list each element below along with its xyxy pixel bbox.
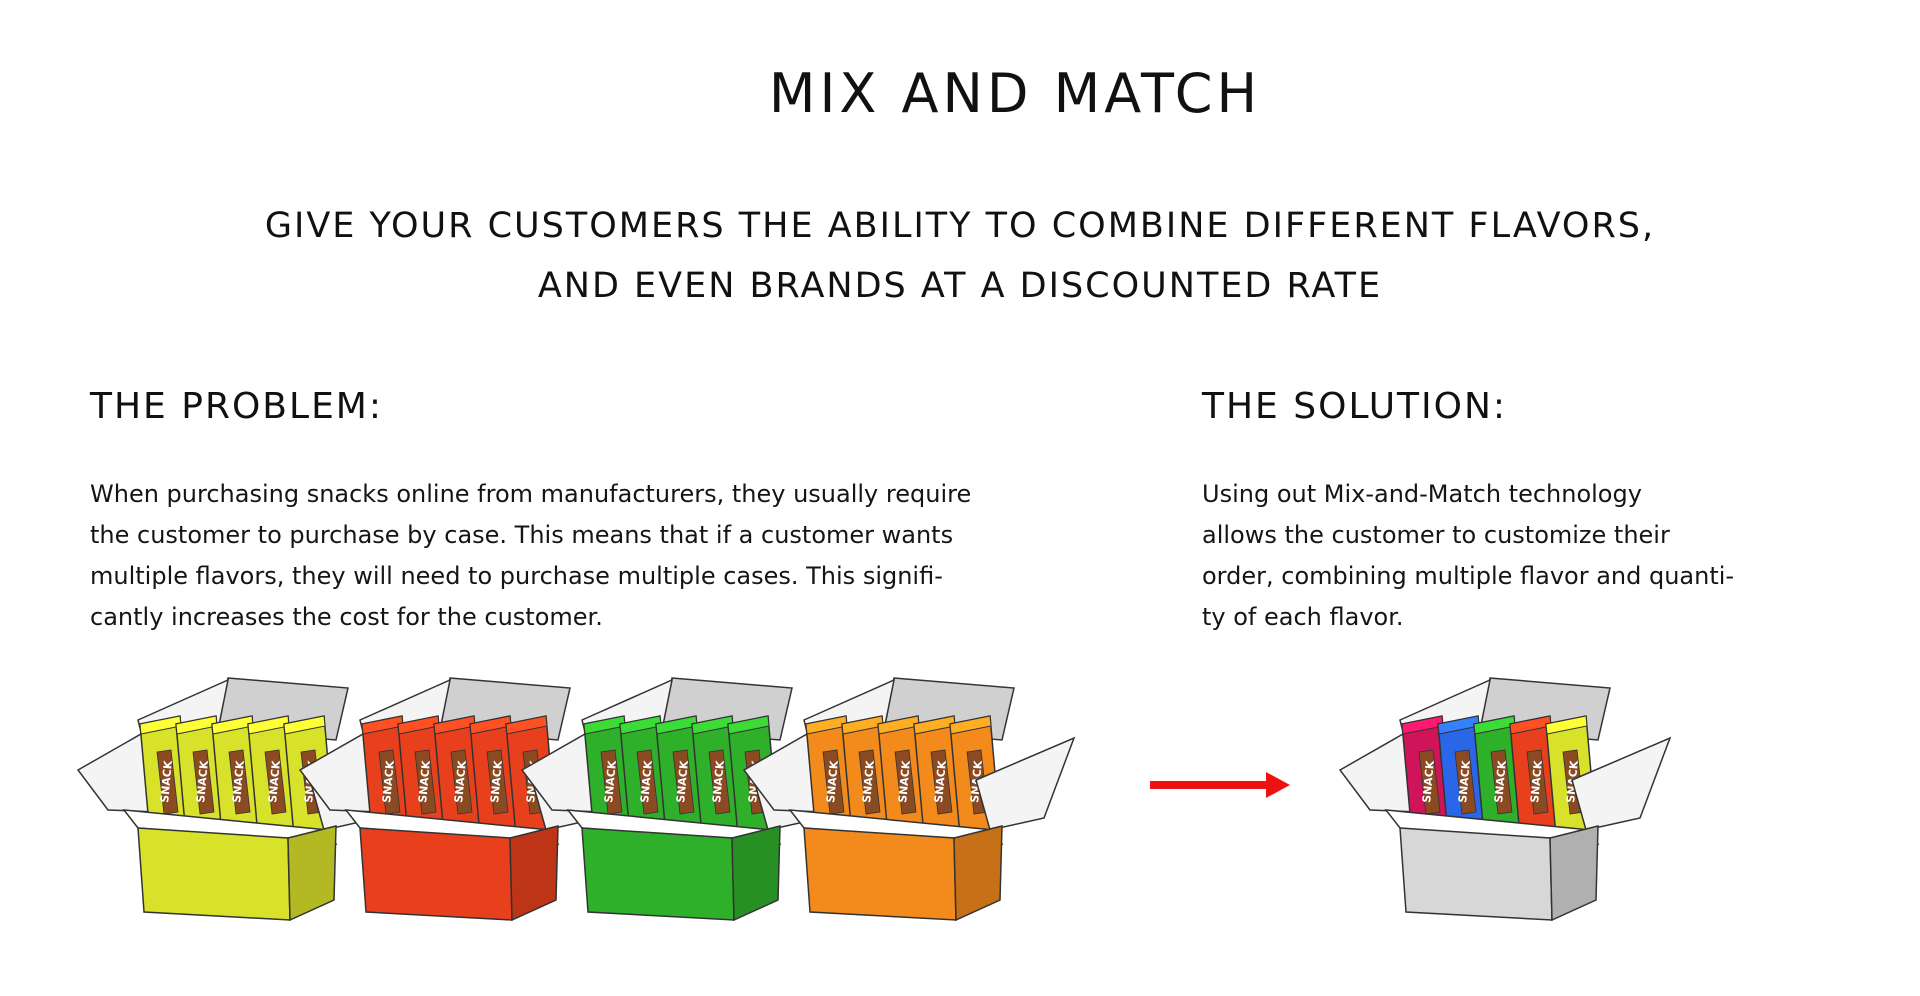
snack-label: SNACK bbox=[194, 760, 211, 804]
snack-label: SNACK bbox=[452, 760, 469, 804]
snack-label: SNACK bbox=[896, 760, 913, 804]
snack-label: SNACK bbox=[932, 760, 949, 804]
subtitle-line-1: GIVE YOUR CUSTOMERS THE ABILITY TO COMBI… bbox=[264, 206, 1656, 246]
snack-label: SNACK bbox=[860, 760, 877, 804]
solution-line: order, combining multiple flavor and qua… bbox=[1202, 562, 1735, 590]
snack-label: SNACK bbox=[1420, 760, 1437, 804]
snack-label: SNACK bbox=[416, 760, 433, 804]
snack-label: SNACK bbox=[380, 760, 397, 804]
solution-line: ty of each flavor. bbox=[1202, 603, 1404, 631]
snack-label: SNACK bbox=[1456, 760, 1473, 804]
snack-label: SNACK bbox=[824, 760, 841, 804]
arrow-right-icon bbox=[1150, 772, 1290, 798]
problem-line: When purchasing snacks online from manuf… bbox=[90, 480, 972, 508]
subtitle: GIVE YOUR CUSTOMERS THE ABILITY TO COMBI… bbox=[160, 196, 1760, 316]
problem-text: When purchasing snacks online from manuf… bbox=[90, 474, 1120, 638]
solution-line: allows the customer to customize their bbox=[1202, 521, 1670, 549]
snack-label: SNACK bbox=[602, 760, 619, 804]
snack-label: SNACK bbox=[710, 760, 727, 804]
solution-heading: THE SOLUTION: bbox=[1202, 386, 1508, 427]
snack-label: SNACK bbox=[488, 760, 505, 804]
snack-label: SNACK bbox=[1528, 760, 1545, 804]
snack-bar: SNACK bbox=[805, 715, 857, 837]
problem-line: the customer to purchase by case. This m… bbox=[90, 521, 954, 549]
snack-box-icon: SNACK SNACK SNACK SNACK SNACK bbox=[76, 677, 410, 922]
page-title: MIX AND MATCH bbox=[768, 62, 1262, 125]
snack-label: SNACK bbox=[638, 760, 655, 804]
snack-label: SNACK bbox=[1492, 760, 1509, 804]
snack-label: SNACK bbox=[158, 760, 175, 804]
problem-line: multiple flavors, they will need to purc… bbox=[90, 562, 943, 590]
snack-label: SNACK bbox=[230, 760, 247, 804]
snack-label: SNACK bbox=[266, 760, 283, 804]
problem-line: cantly increases the cost for the custom… bbox=[90, 603, 603, 631]
subtitle-line-2: AND EVEN BRANDS AT A DISCOUNTED RATE bbox=[537, 266, 1383, 306]
snack-label: SNACK bbox=[674, 760, 691, 804]
solution-text: Using out Mix-and-Match technology allow… bbox=[1202, 474, 1822, 638]
solution-line: Using out Mix-and-Match technology bbox=[1202, 480, 1642, 508]
problem-heading: THE PROBLEM: bbox=[90, 386, 383, 427]
